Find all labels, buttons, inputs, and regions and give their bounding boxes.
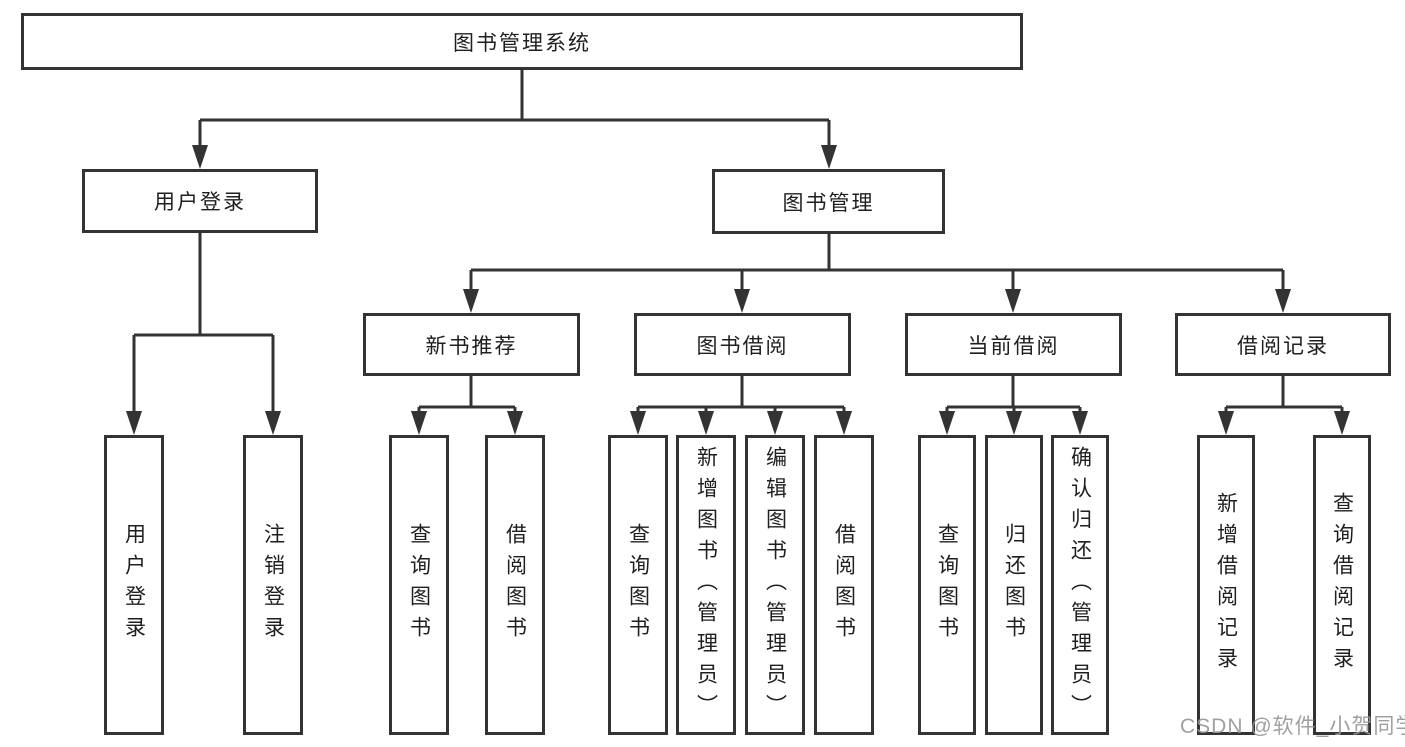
leaf-user-login: 用户登录 [104,435,164,735]
node-book-borrow-label: 图书借阅 [696,334,789,358]
leaf-query-books-recommend-label: 查询图书 [407,523,431,647]
leaf-edit-book-admin-label: 编辑图书（管理员） [763,445,787,725]
node-current-borrow: 当前借阅 [905,313,1122,376]
leaf-user-login-label: 用户登录 [122,523,146,647]
leaf-logout: 注销登录 [243,435,303,735]
leaf-return-books: 归还图书 [985,435,1043,735]
leaf-query-books-borrow: 查询图书 [608,435,668,735]
leaf-add-book-admin: 新增图书（管理员） [676,435,736,735]
watermark: CSDN @软件_小贺同学 [1180,715,1405,738]
leaf-add-book-admin-label: 新增图书（管理员） [694,445,718,725]
node-current-borrow-label: 当前借阅 [967,334,1060,358]
leaf-query-borrow-record-label: 查询借阅记录 [1330,492,1354,678]
node-new-book-recommend-label: 新书推荐 [425,334,518,358]
node-root-label: 图书管理系统 [453,31,591,55]
leaf-confirm-return-admin: 确认归还（管理员） [1051,435,1109,735]
leaf-logout-label: 注销登录 [261,523,285,647]
leaf-borrow-books-2: 借阅图书 [814,435,874,735]
node-new-book-recommend: 新书推荐 [363,313,580,376]
node-borrow-records-label: 借阅记录 [1237,334,1329,358]
leaf-query-books-recommend: 查询图书 [389,435,449,735]
node-borrow-records: 借阅记录 [1175,313,1391,376]
arrowheads [126,145,1350,435]
leaf-query-books-current-label: 查询图书 [935,523,959,647]
leaf-borrow-books-2-label: 借阅图书 [832,523,856,647]
leaf-query-borrow-record: 查询借阅记录 [1313,435,1371,735]
leaf-add-borrow-record-label: 新增借阅记录 [1214,492,1238,678]
leaf-borrow-books-recommend-label: 借阅图书 [503,523,527,647]
leaf-confirm-return-admin-label: 确认归还（管理员） [1068,445,1092,725]
node-user-login-label: 用户登录 [154,191,246,214]
leaf-query-books-current: 查询图书 [918,435,976,735]
node-root: 图书管理系统 [21,13,1023,70]
node-book-management: 图书管理 [712,169,945,234]
leaf-edit-book-admin: 编辑图书（管理员） [745,435,805,735]
node-book-management-label: 图书管理 [782,191,875,215]
leaf-query-books-borrow-label: 查询图书 [626,523,650,647]
node-user-login: 用户登录 [82,169,318,233]
leaf-borrow-books-recommend: 借阅图书 [485,435,545,735]
leaf-return-books-label: 归还图书 [1002,523,1026,647]
leaf-add-borrow-record: 新增借阅记录 [1197,435,1255,735]
node-book-borrow: 图书借阅 [634,313,851,376]
